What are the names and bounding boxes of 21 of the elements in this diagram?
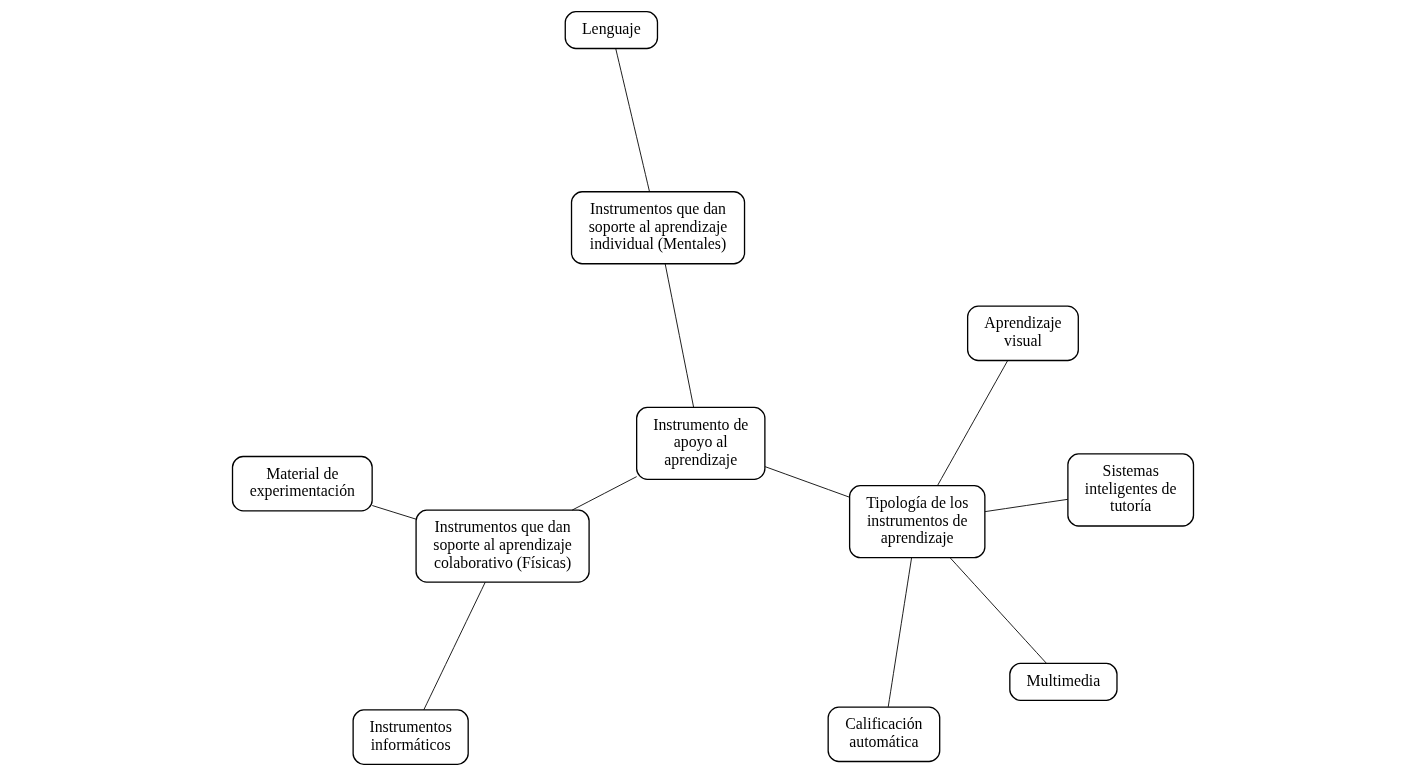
node-box: Aprendizaje visual — [966, 305, 1079, 362]
node-box: Instrumento de apoyo al aprendizaje — [635, 406, 766, 481]
node-box: Instrumentos informáticos — [351, 709, 469, 766]
node-box: Material de experimentación — [231, 455, 373, 512]
connector — [422, 581, 486, 711]
node-box: Multimedia — [1008, 662, 1118, 701]
connector — [949, 557, 1047, 664]
node-box: Instrumentos que dan soporte al aprendizaje individual (Mentales) — [570, 191, 745, 265]
connector — [571, 476, 637, 511]
node-box: Calificación automática — [827, 706, 940, 763]
node-box: Lenguaje — [564, 10, 658, 50]
connector — [614, 48, 650, 192]
node-box: Tipología de los instrumentos de aprendizaje — [848, 485, 985, 559]
connector — [887, 557, 912, 708]
connector — [936, 360, 1008, 487]
connector — [664, 263, 694, 408]
connector — [371, 505, 416, 520]
node-box: Instrumentos que dan soporte al aprendizaje colaborativo (Físicas) — [414, 509, 590, 583]
connector — [984, 498, 1068, 513]
connector — [764, 466, 850, 498]
node-box: Sistemas inteligentes de tutoría — [1066, 453, 1194, 527]
